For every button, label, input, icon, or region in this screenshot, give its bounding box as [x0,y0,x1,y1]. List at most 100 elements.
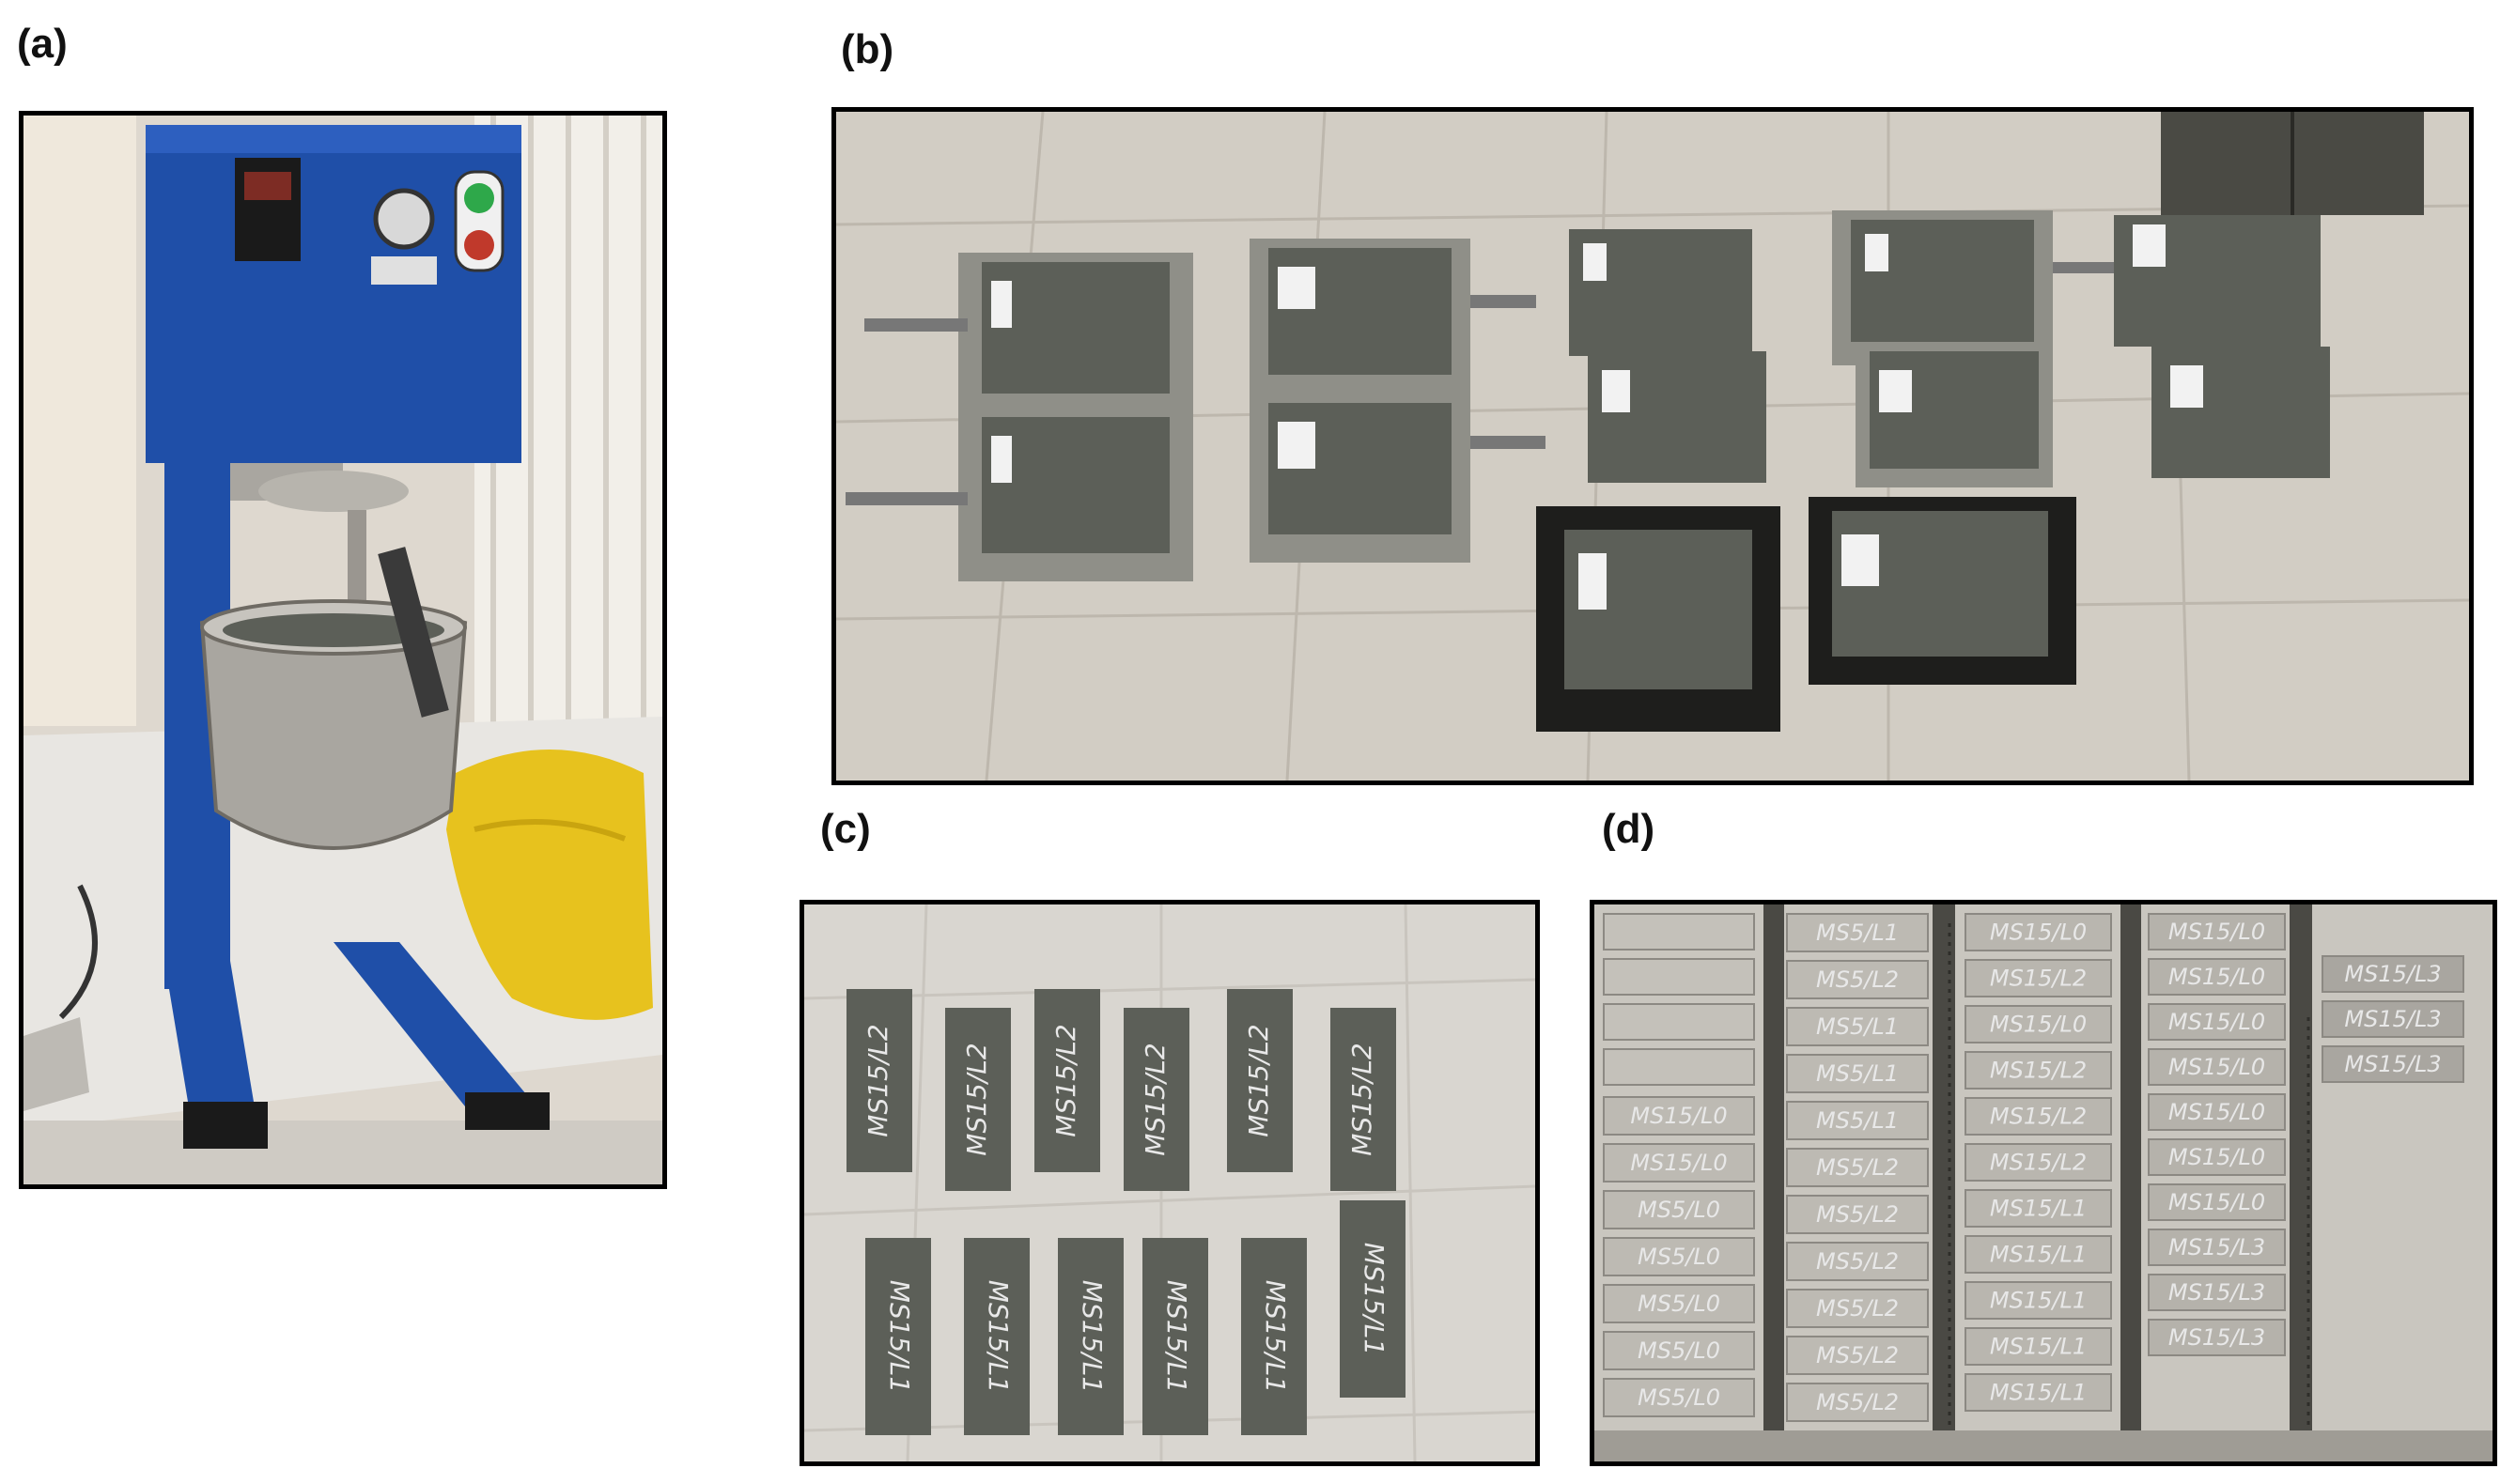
rack-specimen: MS15/L1 [1965,1327,2112,1366]
rack-specimen: MS15/L1 [1965,1281,2112,1320]
rack-specimen-label: MS15/L2 [1990,1150,2087,1176]
panel-label-d: (d) [1602,806,1655,852]
molds-illustration [836,112,2469,781]
specimen-bar: MS15/L2 [1034,989,1100,1172]
rack-specimen-label: MS15/L1 [1990,1288,2087,1314]
rack-specimen-label: MS5/L0 [1638,1291,1720,1317]
rack-specimen-label: MS15/L1 [1990,1334,2087,1360]
rack-specimen-label: MS15/L3 [2344,1051,2441,1077]
specimen-label: MS15/L2 [1346,1043,1377,1155]
rack-specimen-label: MS15/L0 [2168,1189,2265,1215]
rack-specimen-label: MS5/L2 [1816,1295,1899,1322]
rack-specimen-label: MS5/L0 [1638,1337,1720,1364]
molds-photo [831,107,2474,785]
rack-specimen: MS15/L3 [2148,1229,2286,1266]
specimen-bar: MS15/L2 [846,989,912,1172]
specimen-label: MS15/L2 [1140,1043,1171,1155]
rack-specimen: MS15/L3 [2148,1319,2286,1356]
specimen-bar: MS15/L2 [1124,1008,1189,1191]
rack-specimen: MS15/L2 [1965,1143,2112,1182]
rack-specimen: MS5/L2 [1786,1383,1929,1422]
rack-specimen-label: MS5/L2 [1816,1389,1899,1415]
rack-specimen: MS15/L2 [1965,959,2112,997]
rack-specimen: MS15/L0 [2148,1138,2286,1176]
rack-specimen-label: MS15/L1 [1990,1380,2087,1406]
rack-specimen-label: MS5/L2 [1816,966,1899,993]
rack-specimen-label: MS15/L0 [1630,1150,1727,1176]
specimen-label: MS15/L1 [884,1280,915,1393]
rack-specimen: MS15/L0 [2148,1003,2286,1041]
rack-specimen-label: MS5/L2 [1816,1154,1899,1181]
rack-specimen: MS5/L0 [1603,1331,1755,1370]
rack-specimen: MS15/L0 [2148,913,2286,951]
rack-specimen: MS15/L2 [1965,1097,2112,1136]
specimen-label: MS15/L1 [1161,1280,1192,1393]
rack-specimen-label: MS5/L0 [1638,1197,1720,1223]
rack-specimen-label: MS15/L3 [2168,1234,2265,1260]
rack-specimen: MS15/L3 [2148,1274,2286,1311]
specimen-label: MS15/L2 [862,1024,893,1136]
rack-specimen: MS15/L0 [2148,958,2286,996]
rack-specimen: MS5/L1 [1786,1007,1929,1046]
rack-specimen: MS15/L0 [2148,1183,2286,1221]
specimen-bar: MS15/L2 [1330,1008,1396,1191]
specimen-label: MS15/L1 [1260,1280,1291,1393]
specimen-bar: MS15/L2 [945,1008,1011,1191]
rack-specimen: MS15/L3 [2322,955,2464,993]
rack-specimen: MS15/L0 [1965,1005,2112,1043]
rack-specimen: MS15/L0 [1603,1096,1755,1136]
specimen-bar: MS15/L1 [964,1238,1030,1435]
rack-specimen: MS15/L0 [1965,913,2112,951]
rack-specimen-label: MS15/L3 [2344,1006,2441,1032]
rack-specimen: MS5/L2 [1786,1336,1929,1375]
specimen-bar: MS15/L1 [1241,1238,1307,1435]
rack-specimen-label: MS15/L0 [2168,1054,2265,1080]
specimen-label: MS15/L1 [1359,1243,1390,1355]
specimen-label: MS15/L2 [1050,1024,1081,1136]
rack-specimen: MS5/L2 [1786,1148,1929,1187]
specimen-bar: MS15/L2 [1227,989,1293,1172]
rack-specimen: MS5/L2 [1786,1289,1929,1328]
specimen-bar: MS15/L1 [1142,1238,1208,1435]
rack-specimen: MS5/L0 [1603,1284,1755,1323]
specimen-label: MS15/L1 [1077,1280,1108,1393]
rack-blank-plate [1603,1003,1755,1041]
rack-specimen-label: MS15/L1 [1990,1242,2087,1268]
specimen-bar: MS15/L1 [865,1238,931,1435]
specimen-label: MS15/L1 [983,1280,1014,1393]
rack-specimen-label: MS15/L2 [1990,1058,2087,1084]
rack-specimen-label: MS5/L2 [1816,1342,1899,1368]
rack-blank-plate [1603,913,1755,951]
rack-specimen-label: MS5/L1 [1816,1013,1899,1040]
rack-blank-plate [1603,1048,1755,1086]
rack-specimen-label: MS15/L0 [2168,919,2265,945]
rack-specimen: MS15/L1 [1965,1189,2112,1228]
rack-specimen-label: MS5/L1 [1816,1107,1899,1134]
rack-specimen-label: MS15/L0 [2168,1009,2265,1035]
rack-specimen: MS15/L1 [1965,1373,2112,1412]
rack-specimen-label: MS15/L0 [1990,920,2087,946]
rack-specimen: MS5/L2 [1786,960,1929,999]
specimen-label: MS15/L2 [961,1043,992,1155]
rack-specimen-label: MS15/L0 [2168,1144,2265,1170]
curing-rack-illustration: MS15/L0MS15/L0MS5/L0MS5/L0MS5/L0MS5/L0MS… [1594,904,2493,1461]
rack-specimen: MS5/L0 [1603,1190,1755,1229]
panel-label-b: (b) [841,26,894,72]
mixer-photo [19,111,667,1189]
rack-specimen: MS15/L0 [1603,1143,1755,1183]
rack-specimen-label: MS5/L2 [1816,1201,1899,1228]
rack-specimen-label: MS15/L3 [2168,1324,2265,1351]
rack-specimen: MS5/L1 [1786,1101,1929,1140]
rack-specimen: MS5/L0 [1603,1378,1755,1417]
rack-specimen-label: MS5/L1 [1816,1060,1899,1087]
panel-label-c: (c) [820,806,871,852]
mixer-illustration [23,116,662,1184]
rack-specimen-label: MS5/L2 [1816,1248,1899,1275]
rack-specimen: MS15/L0 [2148,1048,2286,1086]
rack-specimen-label: MS15/L0 [1630,1103,1727,1129]
specimen-label: MS15/L2 [1243,1024,1274,1136]
rack-specimen: MS5/L1 [1786,913,1929,952]
